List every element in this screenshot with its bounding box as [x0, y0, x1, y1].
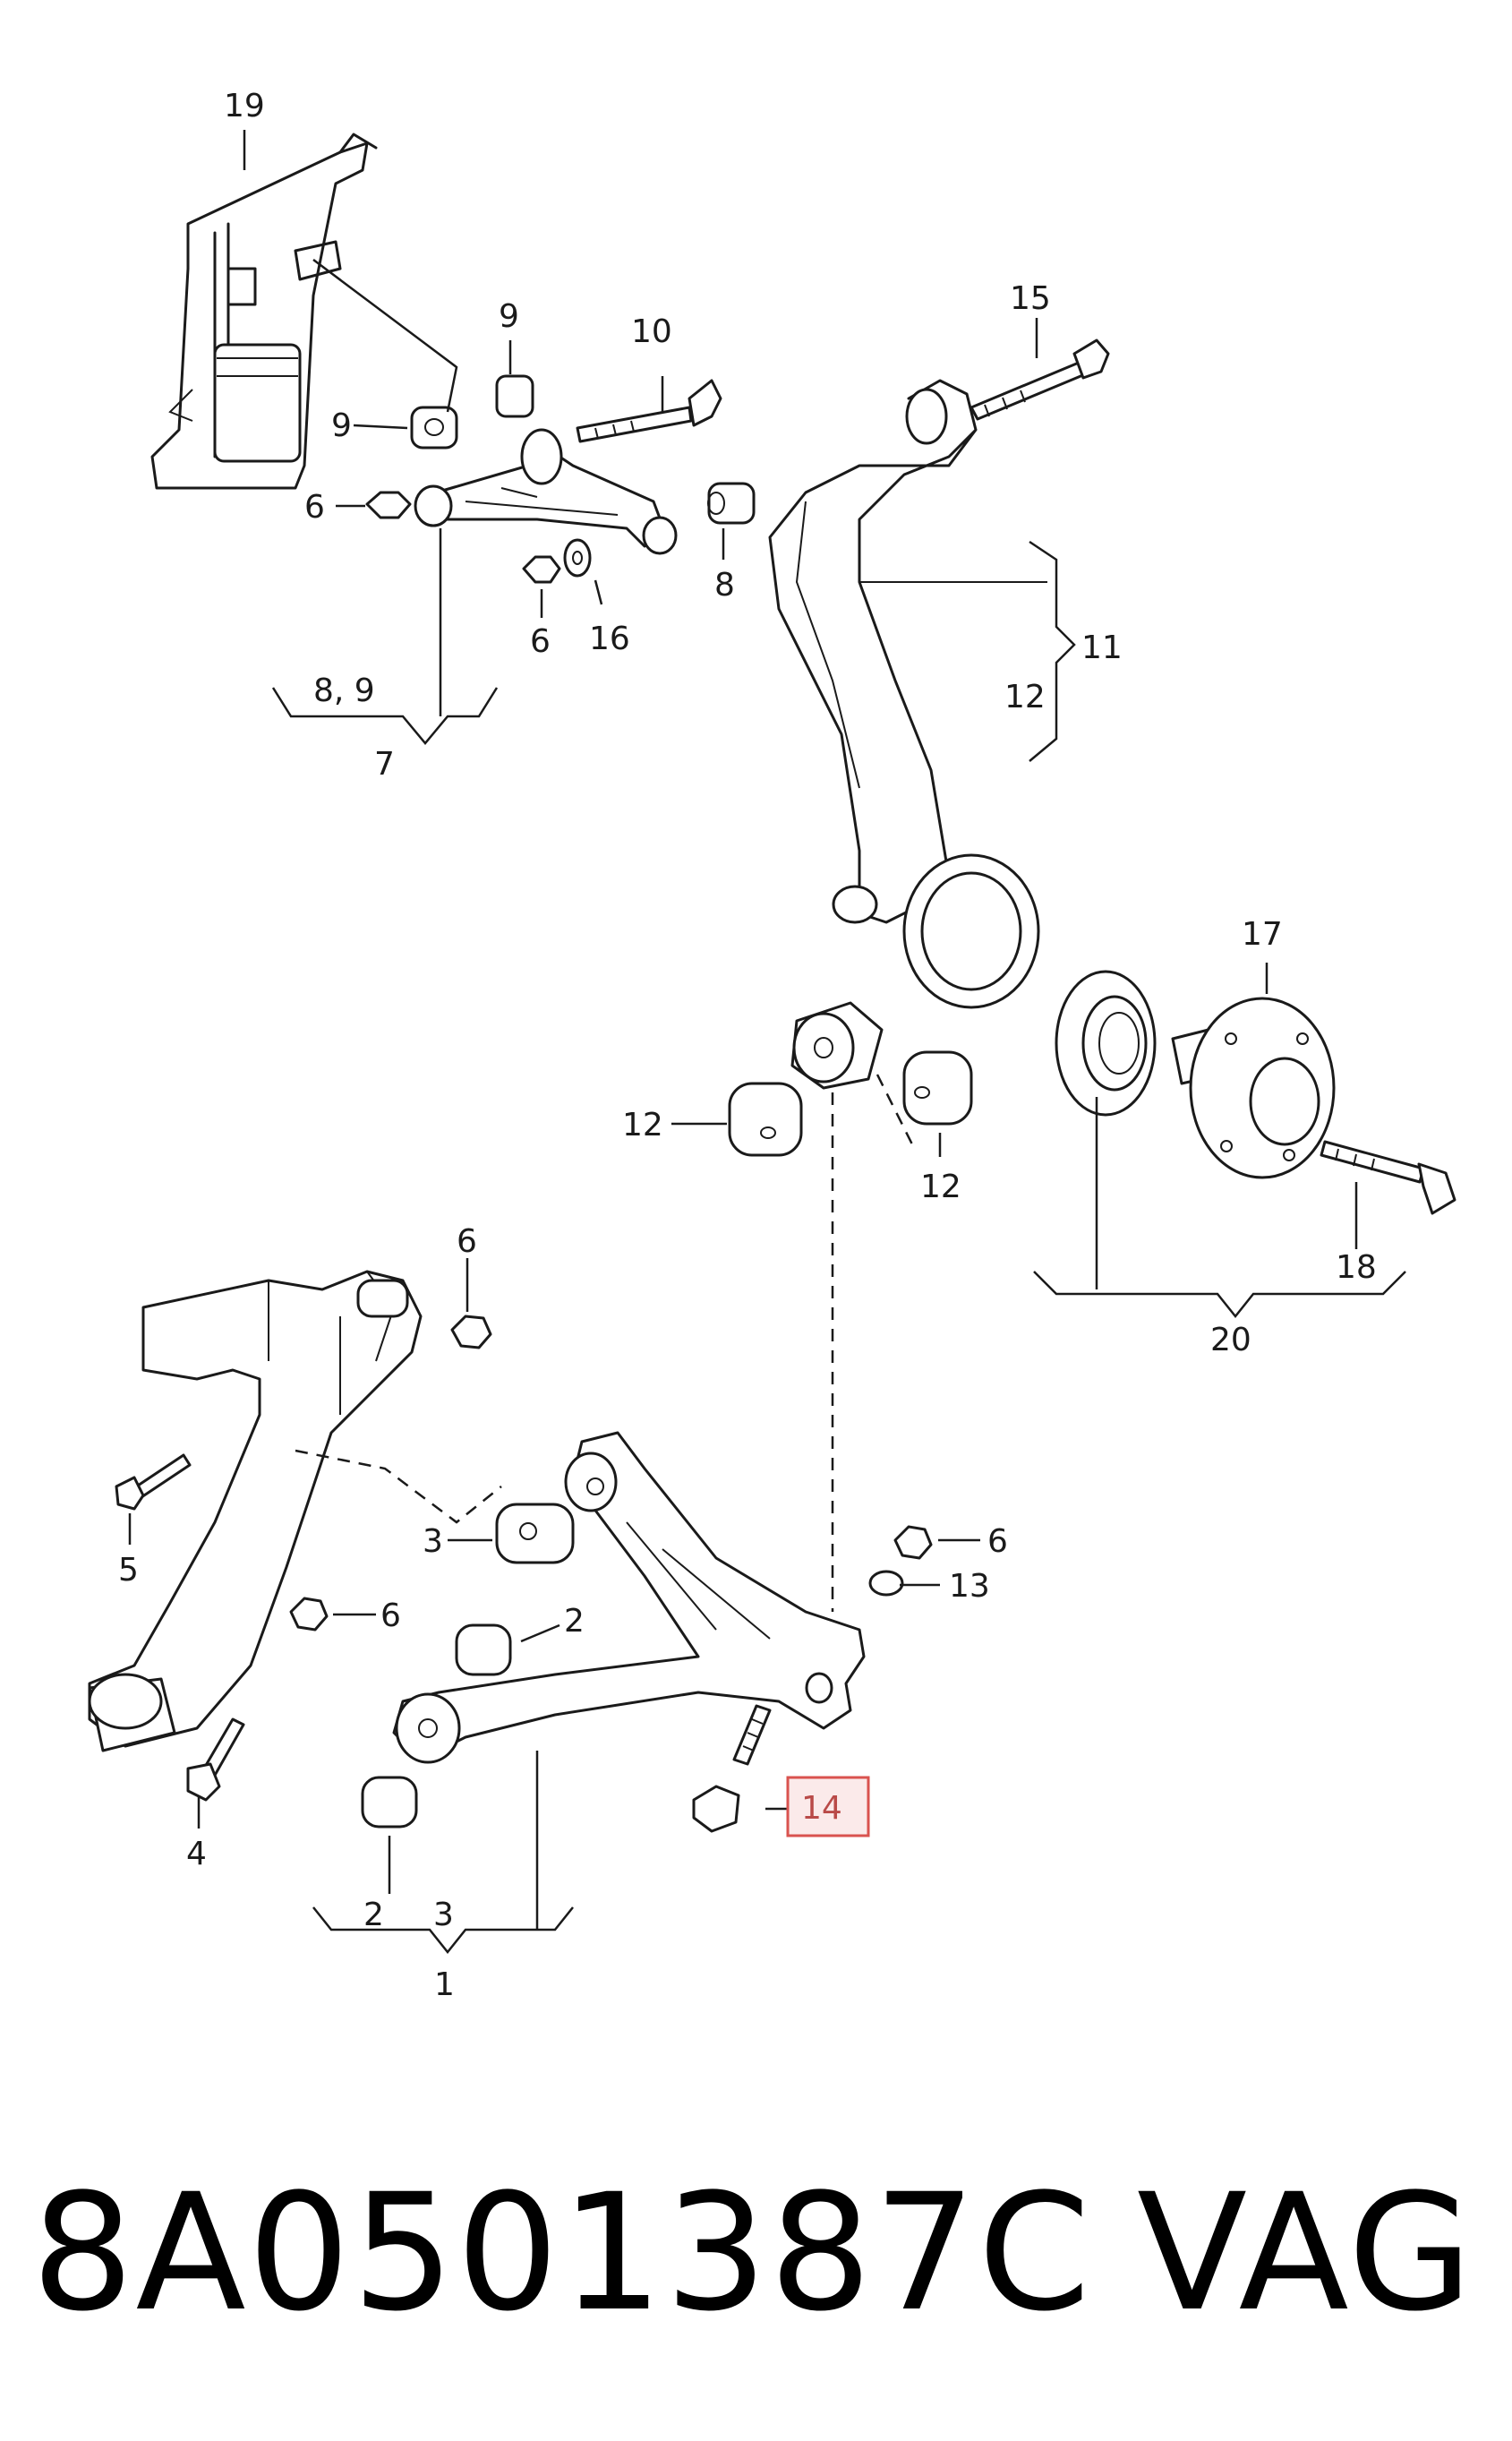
bushing-9-left [410, 406, 458, 450]
bushing-3 [495, 1503, 575, 1564]
label-12-left: 12 [622, 1107, 663, 1143]
bushing-9-top [495, 374, 534, 418]
label-12-right: 12 [920, 1169, 961, 1205]
bushing-8 [707, 482, 756, 525]
nut-6-upper-left [365, 491, 412, 519]
lower-wishbone [392, 1431, 866, 1764]
label-20: 20 [1210, 1322, 1251, 1358]
label-5: 5 [118, 1552, 139, 1589]
callout-labels: 19 9 10 15 9 6 8 6 16 8, 9 7 11 12 17 12… [118, 88, 1377, 2003]
nut-6-lower-right [893, 1525, 933, 1560]
brand-text: VAG [1137, 2160, 1474, 2347]
label-4: 4 [186, 1836, 207, 1872]
highlighted-part-14[interactable]: 14 [786, 1776, 870, 1837]
label-6-lower-top: 6 [457, 1223, 477, 1260]
label-8: 8 [714, 567, 735, 604]
wheel-bearing [1055, 970, 1157, 1117]
bushing-12-right [902, 1050, 973, 1126]
nut-6-upper-center [522, 555, 561, 584]
label-11: 11 [1081, 630, 1123, 666]
label-3: 3 [423, 1523, 443, 1560]
label-2-upper: 2 [564, 1603, 585, 1640]
nut-6-lower-left [289, 1597, 329, 1632]
label-10: 10 [631, 313, 672, 350]
label-6-upper-left: 6 [304, 489, 325, 526]
label-19: 19 [224, 88, 265, 124]
bolt-5 [115, 1453, 192, 1511]
bolt-14 [692, 1704, 772, 1833]
label-2-lower: 2 [363, 1897, 384, 1933]
spring-strut-mount [150, 133, 378, 490]
bolt-18 [1320, 1140, 1456, 1215]
label-12-knuckle: 12 [1004, 679, 1046, 715]
label-16: 16 [589, 621, 630, 657]
label-8-9: 8, 9 [313, 672, 375, 709]
label-13: 13 [949, 1568, 990, 1605]
washer-13 [868, 1570, 904, 1597]
label-15: 15 [1010, 280, 1051, 317]
bolt-15 [970, 338, 1110, 421]
bushing-2-upper [455, 1623, 512, 1676]
upper-wishbone [414, 428, 678, 555]
label-17: 17 [1242, 916, 1283, 953]
label-6-lower-right: 6 [987, 1523, 1008, 1560]
bushing-2-lower [361, 1776, 418, 1829]
label-6-upper-center: 6 [530, 623, 551, 660]
label-14: 14 [801, 1790, 842, 1827]
highlight-box [786, 1776, 870, 1837]
label-18: 18 [1336, 1249, 1377, 1286]
label-9-top: 9 [499, 298, 519, 335]
label-1: 1 [434, 1966, 455, 2003]
leader-lines [128, 130, 1406, 1955]
label-7: 7 [374, 746, 395, 783]
label-3-lower: 3 [433, 1897, 454, 1933]
bolt-4 [186, 1717, 245, 1802]
bushing-12-left [728, 1082, 803, 1157]
label-6-lower-left: 6 [380, 1597, 401, 1634]
part-number-text: 8A0501387C [31, 2160, 1092, 2347]
subframe [88, 1270, 502, 1752]
nut-6-lower-top [450, 1315, 492, 1349]
label-9-left: 9 [331, 407, 352, 444]
washer-16 [563, 538, 592, 578]
wheel-hub [1171, 997, 1336, 1179]
steering-knuckle [768, 379, 1047, 1090]
bolt-10 [576, 379, 722, 443]
